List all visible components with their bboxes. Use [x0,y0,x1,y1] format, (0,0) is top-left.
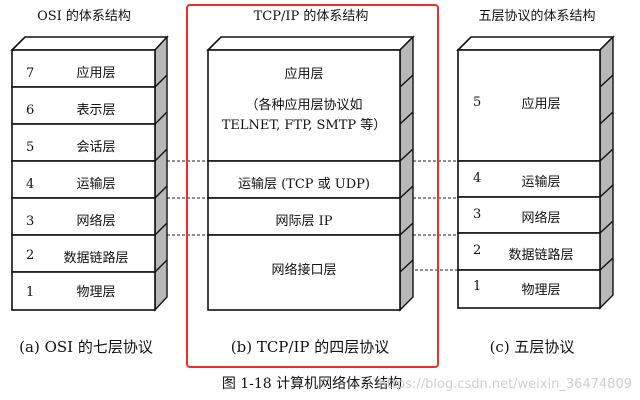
five-layer-1: 1 物理层 [473,279,561,298]
svg-text:6: 6 [26,103,34,118]
osi-layer-2: 2 数据链路层 [26,248,129,266]
svg-text:1: 1 [473,279,481,294]
tcpip-network-interface-layer: 网络接口层 [271,262,336,278]
svg-text:（各种应用层协议如: （各种应用层协议如 [245,97,362,113]
svg-text:应用层: 应用层 [76,65,115,81]
osi-layer-7: 7 应用层 [26,65,116,81]
osi-stack: 7 应用层 6 表示层 5 会话层 4 运输层 3 网络层 2 数据链路层 1 物理层 [10,35,169,312]
osi-layer-1: 1 物理层 [26,285,116,300]
tcpip-stack: 应用层 （各种应用层协议如 TELNET, FTP, SMTP 等） 运输层 (… [206,35,415,312]
watermark: https://blog.csdn.net/weixin_36474809 [378,377,632,392]
tcpip-internet-layer: 网际层 IP [275,214,332,229]
tcpip-transport-layer: 运输层 (TCP 或 UDP) [238,176,370,192]
highlight-box [186,4,439,368]
osi-layer-3: 3 网络层 [26,213,116,229]
svg-text:表示层: 表示层 [76,103,115,118]
five-layer-4: 4 运输层 [473,171,561,190]
svg-text:5: 5 [26,140,34,155]
svg-text:1: 1 [26,285,34,300]
svg-text:4: 4 [26,177,34,192]
caption-b: (b) TCP/IP 的四层协议 [231,338,390,356]
svg-text:数据链路层: 数据链路层 [508,247,573,263]
svg-text:TELNET, FTP, SMTP 等）: TELNET, FTP, SMTP 等） [222,117,387,133]
five-layer-title: 五层协议的体系结构 [478,8,595,24]
five-layer-2: 2 数据链路层 [473,243,574,263]
five-layer-3: 3 网络层 [473,207,561,226]
svg-text:应用层: 应用层 [521,96,560,112]
svg-text:2: 2 [473,243,481,258]
figure-caption: 图 1-18 计算机网络体系结构 [222,376,402,392]
svg-text:7: 7 [26,66,34,81]
tcpip-title: TCP/IP 的体系结构 [254,8,369,24]
svg-text:5: 5 [473,95,481,110]
svg-text:2: 2 [26,248,34,263]
svg-text:会话层: 会话层 [76,140,115,155]
svg-text:物理层: 物理层 [76,285,115,300]
caption-c: (c) 五层协议 [490,338,575,356]
osi-layer-4: 4 运输层 [26,176,116,192]
svg-text:网络层: 网络层 [521,210,560,226]
osi-layer-6: 6 表示层 [26,103,116,118]
svg-text:应用层: 应用层 [284,66,323,82]
five-layer-stack: 5 应用层 4 运输层 3 网络层 2 数据链路层 1 物理层 [456,35,615,310]
caption-a: (a) OSI 的七层协议 [19,338,153,356]
svg-text:4: 4 [473,171,481,186]
svg-text:物理层: 物理层 [521,283,560,298]
svg-text:网络层: 网络层 [76,213,115,229]
svg-text:数据链路层: 数据链路层 [63,250,128,266]
svg-text:3: 3 [26,214,34,229]
svg-text:运输层: 运输层 [521,174,560,190]
osi-layer-5: 5 会话层 [26,140,116,155]
tcpip-application-layer: 应用层 （各种应用层协议如 TELNET, FTP, SMTP 等） [222,66,387,133]
osi-title: OSI 的体系结构 [37,8,131,24]
five-layer-5: 5 应用层 [473,95,561,112]
svg-text:3: 3 [473,207,481,222]
svg-text:运输层: 运输层 [76,176,115,192]
